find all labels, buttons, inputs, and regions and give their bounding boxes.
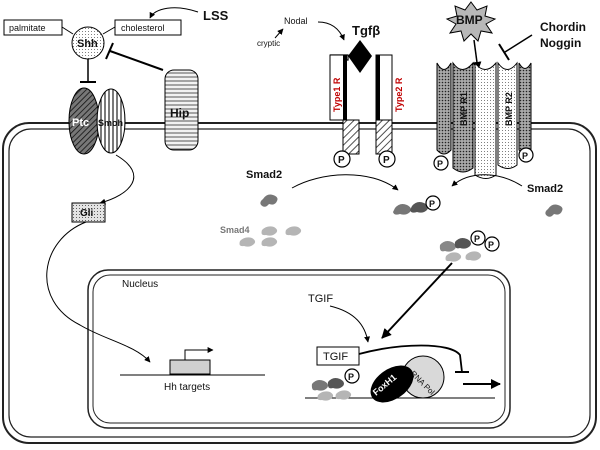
cell-membrane-inner [8, 128, 591, 438]
gli-box [71, 202, 106, 223]
cholesterol-label: cholesterol [121, 23, 165, 33]
psmad2-phospho [425, 195, 441, 211]
dna-smad-blob-4 [335, 390, 352, 400]
bmp-phospho-right [518, 147, 534, 163]
tgif-arrow [329, 305, 371, 343]
nucleus-label: Nucleus [122, 279, 158, 290]
smoh-receptor [96, 88, 126, 154]
bmp-r1-label: BMP R1 [459, 92, 469, 126]
hip-label: Hip [170, 106, 189, 120]
cholesterol-link [102, 26, 116, 35]
cryptic-label: cryptic [257, 39, 280, 48]
tgfb-label: Tgfβ [352, 23, 380, 38]
smad4-label: Smad4 [220, 225, 250, 235]
type2-receptor-label: Type2 R [394, 77, 404, 112]
chordin-label: Chordin [540, 20, 586, 34]
bmp-phospho-left [433, 155, 449, 171]
hh-targets-label: Hh targets [164, 382, 210, 393]
nodal-label: Nodal [284, 16, 308, 26]
lss-arrow [149, 7, 199, 19]
palmitate-link [61, 26, 74, 35]
foxh1 [370, 365, 414, 403]
smad-complex-blob-3 [445, 252, 462, 262]
tgif-free-label: TGIF [308, 293, 333, 305]
smad-complex-phospho-2 [484, 236, 500, 252]
nucleus-membrane-inner [92, 274, 506, 424]
smoh-gli-arrow [99, 154, 135, 205]
dna-smad-blob-2 [327, 378, 344, 389]
tgfb-ligand [348, 40, 372, 73]
gli-label: Gli [80, 208, 94, 219]
hip-protein [164, 69, 199, 151]
dna-smad-phospho [344, 368, 360, 384]
bmp-ligand [445, 1, 497, 42]
ptc-label: Ptc [72, 117, 89, 129]
psmad2-phospho-label: P [429, 199, 435, 209]
smad-complex-phospho-1 [470, 230, 486, 246]
smad4-blob-1 [261, 226, 278, 236]
smad-complex-blob-4 [465, 251, 482, 261]
hip-shh-inhibit-bar [105, 42, 114, 60]
type2-receptor-body [375, 119, 393, 155]
palmitate-label: palmitate [9, 23, 46, 33]
hip-shh-inhibit [109, 50, 164, 71]
tgif-box [316, 346, 360, 366]
hh-gene-box [169, 359, 211, 375]
smad2-left-label: Smad2 [246, 169, 282, 181]
smad4-blob-4 [261, 237, 278, 247]
smad-complex-blob-2 [454, 238, 471, 249]
smad2-right-label: Smad2 [527, 183, 563, 195]
bmp-receptor-right-outer [518, 62, 532, 155]
psmad2-blob-1 [393, 204, 411, 215]
hh-promoter-arrow [184, 347, 214, 360]
chordin-bmp-inhibit-bar [498, 43, 510, 61]
dna-smad-phospho-label: P [348, 372, 354, 382]
smad2-right-blob [545, 204, 563, 217]
smad-complex-phospho-1-label: P [474, 234, 480, 244]
tgif-box-label: TGIF [323, 351, 348, 363]
bmp-r2-label: BMP R2 [504, 92, 514, 126]
cell-membrane [2, 122, 597, 444]
smad4-blob-2 [285, 226, 302, 236]
smad-nucleus-arrow [381, 262, 453, 339]
smad-complex-phospho-2-label: P [488, 240, 494, 250]
lss-label: LSS [203, 8, 229, 23]
type1-phospho [333, 150, 351, 168]
type1-receptor-tm [343, 55, 347, 120]
type2-phospho-label: P [383, 155, 390, 166]
smad2-left-blob [260, 194, 278, 207]
bmp-phospho-left-label: P [437, 159, 443, 169]
bmp-receptor-left-outer [436, 62, 452, 155]
type2-phospho [378, 150, 396, 168]
bmp-r1-receptor [452, 61, 474, 173]
bmp-phospho-right-label: P [522, 151, 528, 161]
type1-receptor-label: Type1 R [332, 77, 342, 112]
bmp-r2-receptor [497, 61, 518, 169]
type1-phospho-label: P [338, 155, 345, 166]
smad2-left-arrow [291, 174, 399, 191]
nucleus-membrane [87, 269, 511, 429]
shh-label: Shh [77, 38, 98, 50]
dna-smad-blob-3 [317, 391, 334, 401]
nodal-arrow [317, 21, 345, 41]
type1-receptor-body [342, 119, 360, 155]
tgif-repression [358, 344, 463, 373]
noggin-label: Noggin [540, 36, 581, 50]
chordin-bmp-inhibit [504, 34, 533, 53]
smad-complex-blob-1 [439, 241, 456, 252]
psmad2-blob-2 [410, 202, 428, 213]
bmp-label: BMP [456, 13, 483, 27]
bmp-receptor-mid [474, 61, 497, 179]
dna-smad-blob-1 [311, 380, 328, 391]
smad2-right-arrow [451, 174, 523, 187]
smoh-label: Smoh [98, 118, 123, 128]
cryptic-arrow [274, 28, 284, 39]
type2-receptor-tm [376, 55, 380, 120]
smad4-blob-3 [239, 237, 256, 247]
gli-hh-arrow [46, 221, 151, 363]
